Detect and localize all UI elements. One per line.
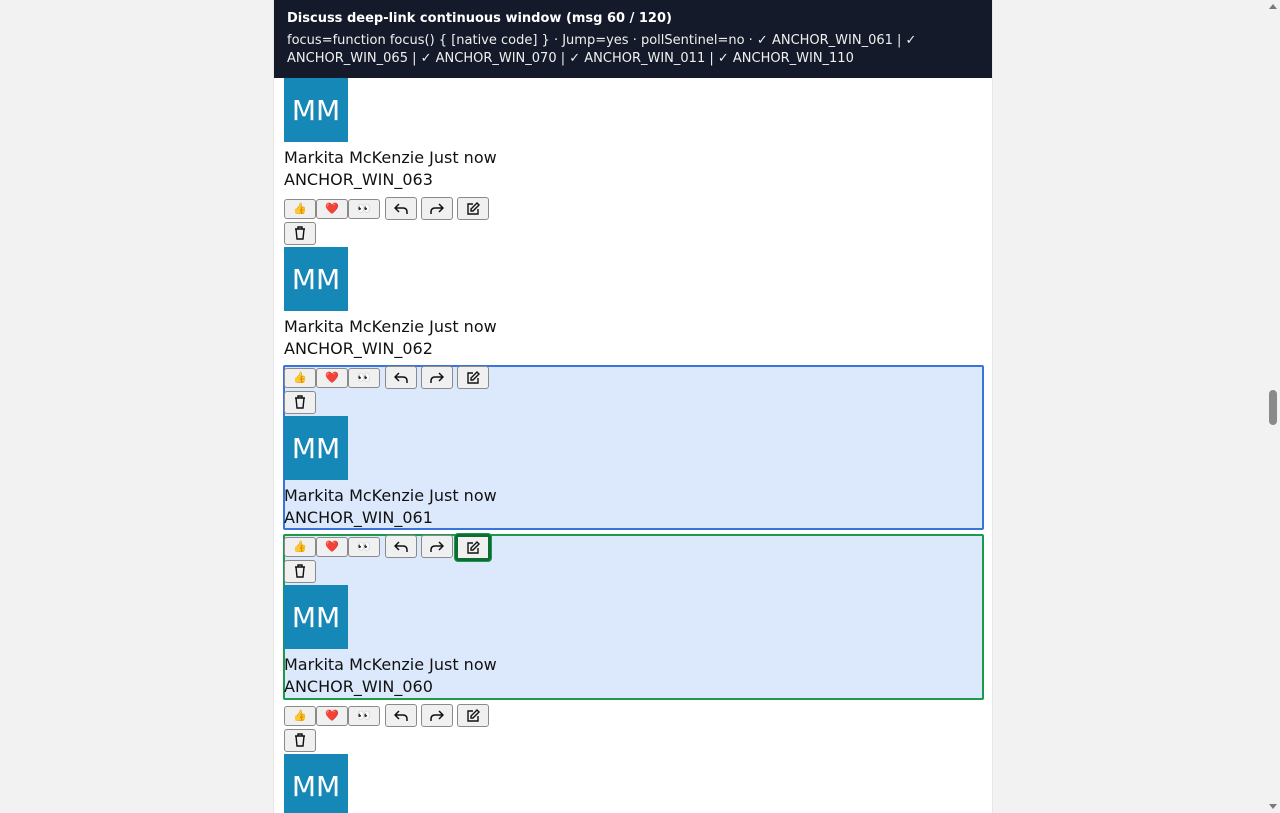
message-meta: Markita McKenzie Just now	[284, 147, 497, 169]
reply-icon	[394, 372, 408, 384]
chat-column: MM Markita McKenzie Just now ANCHOR_WIN_…	[273, 0, 993, 813]
react-eyes-button[interactable]: 👀	[348, 706, 380, 726]
status-line: focus=function focus() { [native code] }…	[287, 33, 917, 66]
react-thumbs-button[interactable]: 👍	[284, 368, 316, 388]
message-actions: 👍 ❤️ 👀	[284, 197, 504, 249]
message-text: ANCHOR_WIN_061	[284, 508, 433, 527]
message-meta: Markita McKenzie Just now	[284, 316, 497, 338]
reply-button[interactable]	[385, 197, 417, 220]
reply-icon	[394, 541, 408, 553]
message-focused	[283, 365, 984, 530]
message-actions: 👍 ❤️ 👀	[284, 704, 504, 756]
react-thumbs-button[interactable]: 👍	[284, 706, 316, 726]
forward-icon	[430, 372, 444, 384]
page-scrollbar[interactable]	[1265, 0, 1280, 813]
message-meta: Markita McKenzie Just now	[284, 485, 497, 507]
message-text: ANCHOR_WIN_060	[284, 677, 433, 696]
author-name: Markita McKenzie	[284, 148, 425, 167]
react-heart-button[interactable]: ❤️	[316, 368, 348, 388]
edit-icon	[467, 541, 480, 554]
forward-button[interactable]	[421, 704, 453, 727]
avatar: MM	[284, 416, 348, 480]
react-eyes-button[interactable]: 👀	[348, 537, 380, 557]
reply-button[interactable]	[385, 704, 417, 727]
message-text: ANCHOR_WIN_062	[284, 339, 433, 358]
react-heart-button[interactable]: ❤️	[316, 199, 348, 219]
forward-icon	[430, 203, 444, 215]
trash-icon	[295, 733, 305, 747]
forward-button[interactable]	[421, 197, 453, 220]
delete-button[interactable]	[284, 560, 316, 583]
forward-button[interactable]	[421, 366, 453, 389]
author-name: Markita McKenzie	[284, 655, 425, 674]
message-actions: 👍 ❤️ 👀	[284, 366, 504, 418]
avatar: MM	[284, 585, 348, 649]
page-title: Discuss deep-link continuous window (msg…	[287, 11, 672, 26]
message-text: ANCHOR_WIN_063	[284, 170, 433, 189]
trash-icon	[295, 395, 305, 409]
avatar: MM	[284, 78, 348, 142]
timestamp: Just now	[429, 317, 497, 336]
timestamp: Just now	[429, 148, 497, 167]
message-meta: Markita McKenzie Just now	[284, 654, 497, 676]
forward-button[interactable]	[421, 535, 453, 558]
trash-icon	[295, 226, 305, 240]
edit-button[interactable]	[457, 197, 489, 220]
react-eyes-button[interactable]: 👀	[348, 368, 380, 388]
message-actions: 👍 ❤️ 👀	[284, 534, 504, 587]
react-heart-button[interactable]: ❤️	[316, 706, 348, 726]
edit-icon	[467, 371, 480, 384]
reply-button[interactable]	[385, 366, 417, 389]
scroll-thumb[interactable]	[1269, 390, 1277, 425]
avatar: MM	[284, 247, 348, 311]
delete-button[interactable]	[284, 729, 316, 752]
forward-icon	[430, 710, 444, 722]
edit-button[interactable]	[457, 704, 489, 727]
author-name: Markita McKenzie	[284, 317, 425, 336]
trash-icon	[295, 564, 305, 578]
scroll-down-arrow-icon[interactable]	[1269, 804, 1277, 809]
delete-button[interactable]	[284, 222, 316, 245]
scroll-up-arrow-icon[interactable]	[1269, 4, 1277, 9]
delete-button[interactable]	[284, 391, 316, 414]
window-header: Discuss deep-link continuous window (msg…	[274, 0, 992, 78]
avatar: MM	[284, 754, 348, 813]
reply-icon	[394, 710, 408, 722]
edit-icon	[467, 709, 480, 722]
react-thumbs-button[interactable]: 👍	[284, 199, 316, 219]
react-eyes-button[interactable]: 👀	[348, 199, 380, 219]
forward-icon	[430, 541, 444, 553]
author-name: Markita McKenzie	[284, 486, 425, 505]
timestamp: Just now	[429, 486, 497, 505]
reply-icon	[394, 203, 408, 215]
message-target	[283, 534, 984, 700]
timestamp: Just now	[429, 655, 497, 674]
edit-button[interactable]	[457, 366, 489, 389]
edit-icon	[467, 202, 480, 215]
react-thumbs-button[interactable]: 👍	[284, 537, 316, 557]
react-heart-button[interactable]: ❤️	[316, 537, 348, 557]
reply-button[interactable]	[385, 535, 417, 558]
edit-button-focused[interactable]	[455, 534, 491, 561]
